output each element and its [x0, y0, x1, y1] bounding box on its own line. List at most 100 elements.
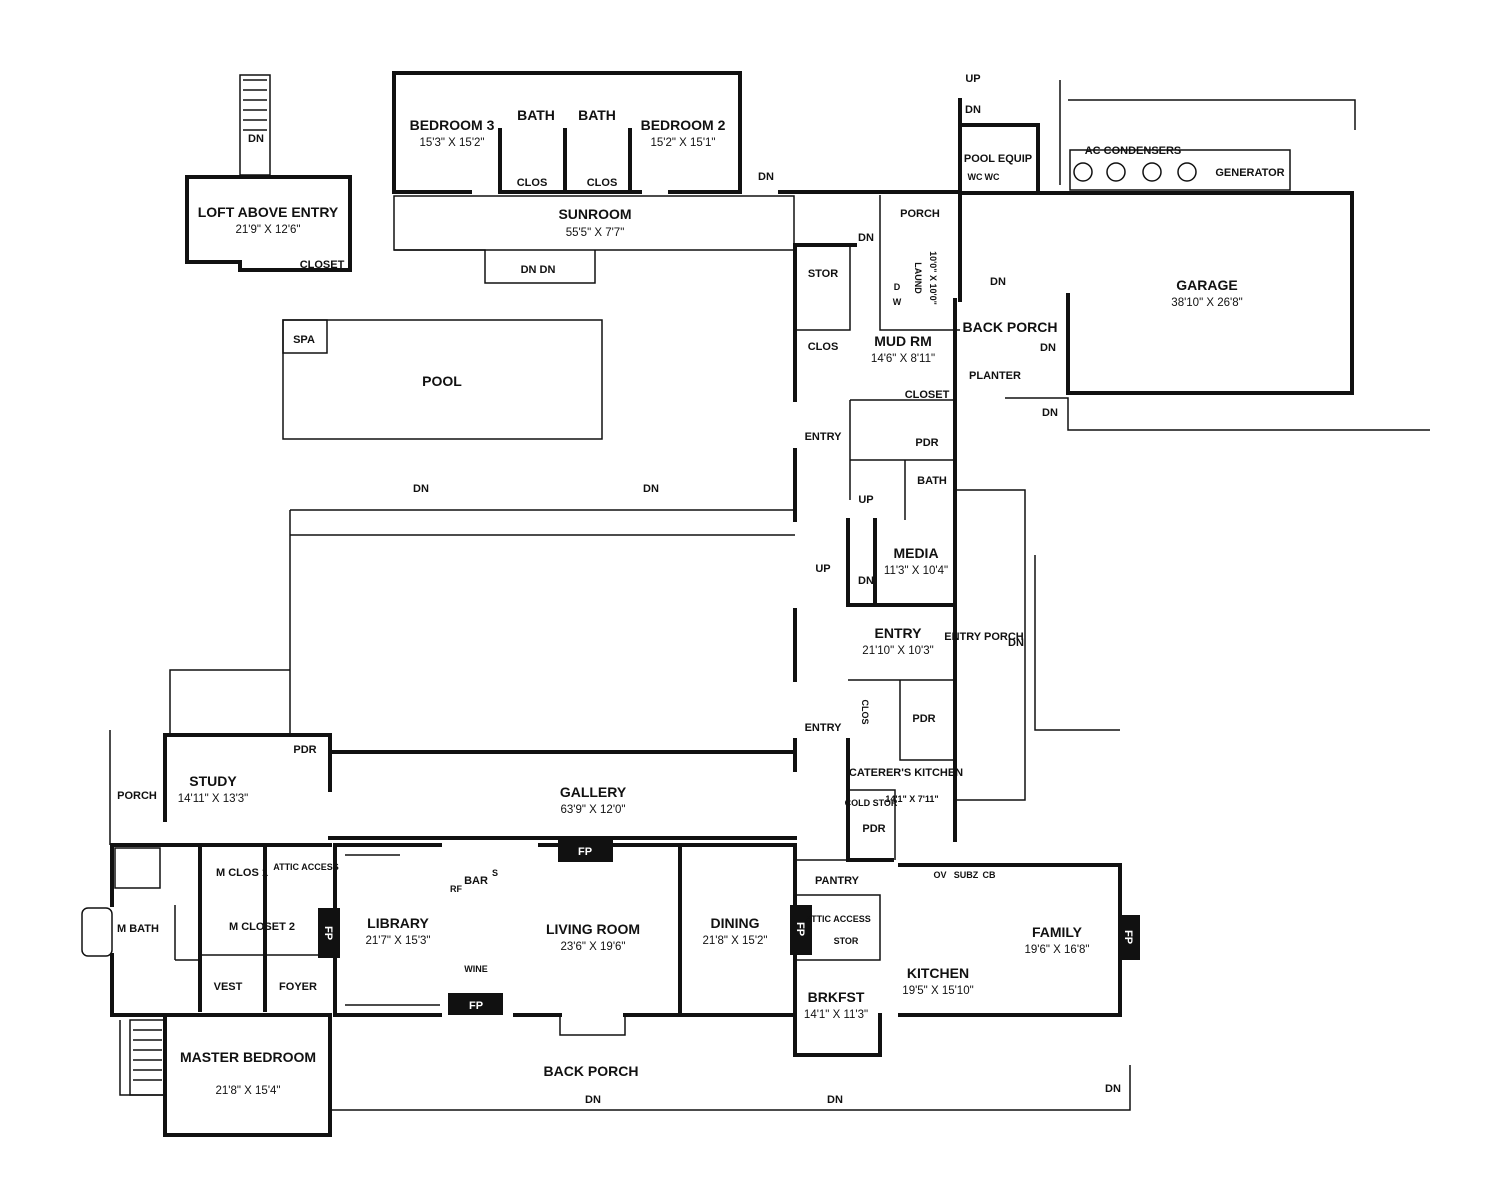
pool-label: POOL	[422, 373, 462, 389]
clos-label: CLOS	[587, 177, 618, 189]
spa-label: SPA	[293, 334, 315, 346]
subz-label: SUBZ	[954, 870, 979, 880]
vest-label: VEST	[214, 981, 243, 993]
sunroom-name: SUNROOM	[558, 206, 631, 222]
media-dim: 11'3" X 10'4"	[884, 565, 948, 577]
attic-access-label: ATTIC ACCESS	[273, 862, 339, 872]
fireplaces	[318, 840, 1140, 1015]
wine-label: WINE	[464, 964, 488, 974]
media-name: MEDIA	[893, 545, 938, 561]
living-room-dim: 23'6" X 19'6"	[561, 941, 626, 953]
loft-closet-label: CLOSET	[300, 259, 345, 271]
up-label: UP	[858, 494, 873, 506]
library-dim: 21'7" X 15'3"	[366, 935, 431, 947]
pdr-label: PDR	[862, 823, 885, 835]
wc-label: WC	[985, 172, 1000, 182]
d-label: D	[894, 282, 901, 292]
ac-condenser-units	[1073, 162, 1197, 182]
dn-label: DN	[1008, 637, 1024, 649]
generator-label: GENERATOR	[1215, 167, 1284, 179]
master-bedroom-dim: 21'8" X 15'4"	[216, 1085, 281, 1097]
pantry-label: PANTRY	[815, 875, 860, 887]
garage-name: GARAGE	[1176, 277, 1237, 293]
interior-lines	[81, 74, 1430, 1111]
library-name: LIBRARY	[367, 915, 429, 931]
closet-label: CLOSET	[905, 389, 950, 401]
bar-label: BAR	[464, 875, 488, 887]
caterers-kitchen-name: CATERER'S KITCHEN	[849, 767, 963, 779]
dining-dim: 21'8" X 15'2"	[703, 935, 768, 947]
w-label: W	[893, 297, 902, 307]
dn-label: DN	[1105, 1083, 1121, 1095]
back-porch-label: BACK PORCH	[963, 319, 1058, 335]
brkfst-dim: 14'1" X 11'3"	[804, 1009, 868, 1021]
caterers-kitchen-dim: 14'1" X 7'11"	[885, 794, 938, 804]
m-bath-label: M BATH	[117, 923, 159, 935]
loft-dim: 21'9" X 12'6"	[236, 224, 301, 236]
dn-label: DN	[413, 483, 429, 495]
s-label: S	[492, 868, 498, 878]
bedroom2-dim: 15'2" X 15'1"	[651, 137, 716, 149]
family-name: FAMILY	[1032, 924, 1083, 940]
room-labels: LOFT ABOVE ENTRY 21'9" X 12'6" CLOSET BE…	[117, 73, 1285, 1106]
fp-label: FP	[322, 926, 334, 940]
loft-name: LOFT ABOVE ENTRY	[198, 204, 339, 220]
up-label: UP	[965, 73, 980, 85]
mud-rm-dim: 14'6" X 8'11"	[871, 353, 935, 365]
study-name: STUDY	[189, 773, 237, 789]
living-room-name: LIVING ROOM	[546, 921, 640, 937]
kitchen-dim: 19'5" X 15'10"	[902, 985, 973, 997]
kitchen-name: KITCHEN	[907, 965, 969, 981]
clos-label: CLOS	[808, 341, 839, 353]
entry-label: ENTRY	[805, 722, 843, 734]
dn-label: DN	[1040, 342, 1056, 354]
m-clos-1-label: M CLOS 1	[216, 867, 268, 879]
bedroom3-dim: 15'3" X 15'2"	[420, 137, 485, 149]
entry-name: ENTRY	[875, 625, 923, 641]
wc-label: WC	[968, 172, 983, 182]
clos-label: CLOS	[517, 177, 548, 189]
dn-label: DN	[1042, 407, 1058, 419]
fp-label: FP	[578, 846, 592, 858]
oven-label: OV	[933, 870, 946, 880]
brkfst-name: BRKFST	[808, 989, 865, 1005]
cold-stor-label: COLD STOR	[845, 798, 898, 808]
pdr-label: PDR	[293, 744, 316, 756]
master-bedroom-name: MASTER BEDROOM	[180, 1049, 316, 1065]
pool-equip-label: POOL EQUIP	[964, 153, 1032, 165]
bath-label: BATH	[578, 107, 616, 123]
dn-label: DN	[827, 1094, 843, 1106]
family-dim: 19'6" X 16'8"	[1025, 944, 1090, 956]
bath-label: BATH	[517, 107, 555, 123]
attic-access-label: ATTIC ACCESS	[805, 914, 871, 924]
dn-label: DN	[248, 133, 264, 145]
ac-condensers-label: AC CONDENSERS	[1085, 145, 1182, 157]
garage-dim: 38'10" X 26'8"	[1171, 297, 1242, 309]
pdr-label: PDR	[915, 437, 938, 449]
back-porch-label: BACK PORCH	[544, 1063, 639, 1079]
bedroom3-name: BEDROOM 3	[410, 117, 495, 133]
dn-label: DN	[585, 1094, 601, 1106]
gallery-dim: 63'9" X 12'0"	[561, 804, 626, 816]
clos-label: CLOS	[860, 699, 870, 724]
dn-label: DN	[758, 171, 774, 183]
sunroom-dim: 55'5" X 7'7"	[566, 227, 625, 239]
exterior-walls	[110, 71, 1354, 1137]
dn-label: DN	[643, 483, 659, 495]
up-label: UP	[815, 563, 830, 575]
laund-dim: 10'0" X 10'0"	[928, 251, 938, 305]
laund-name: LAUND	[913, 262, 923, 294]
dn-label: DN	[990, 276, 1006, 288]
fp-label: FP	[1122, 930, 1134, 944]
pdr-label: PDR	[912, 713, 935, 725]
bedroom2-name: BEDROOM 2	[641, 117, 726, 133]
study-dim: 14'11" X 13'3"	[178, 793, 249, 805]
fp-label: FP	[469, 1000, 483, 1012]
rf-label: RF	[450, 884, 462, 894]
porch-label: PORCH	[900, 208, 940, 220]
entry-label: ENTRY	[805, 431, 843, 443]
m-closet-2-label: M CLOSET 2	[229, 921, 295, 933]
stor-label: STOR	[808, 268, 838, 280]
entry-porch-label: ENTRY PORCH	[944, 631, 1024, 643]
